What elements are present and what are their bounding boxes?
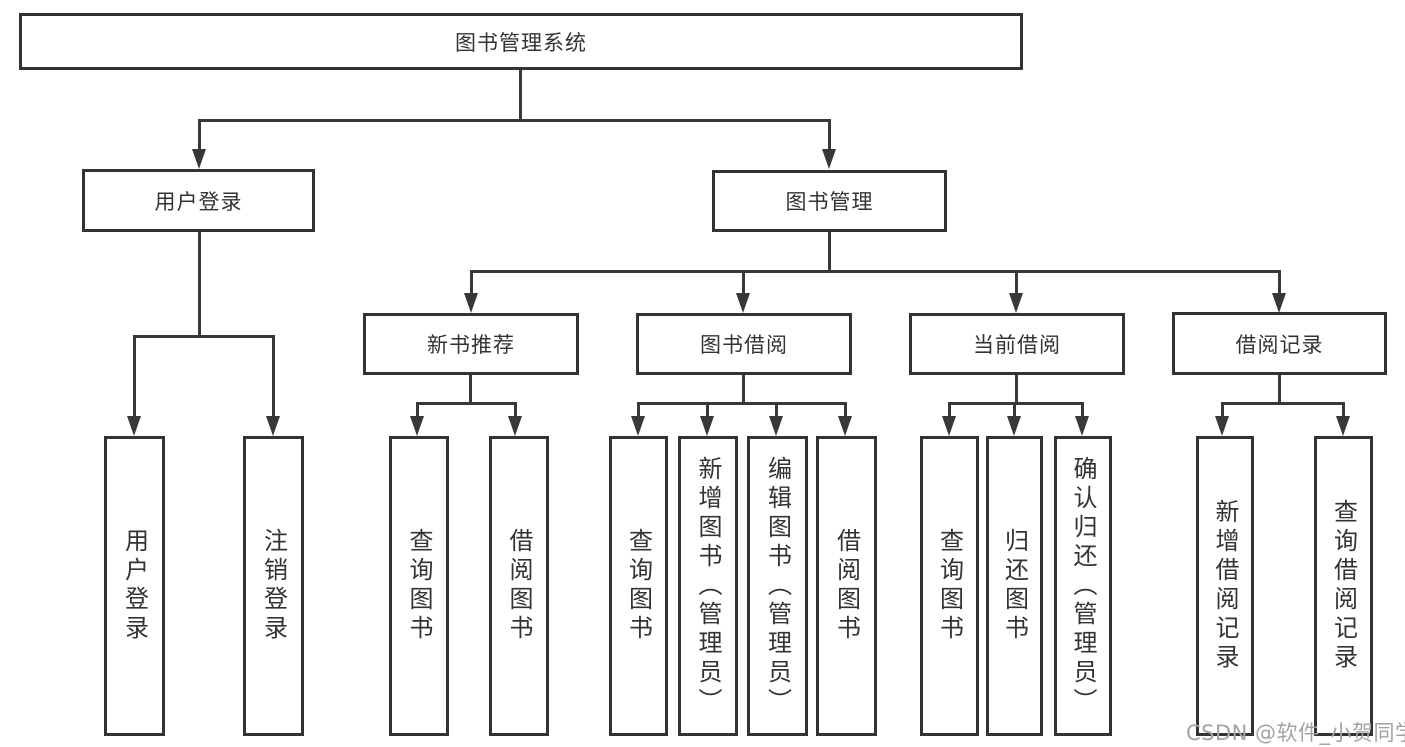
node-user-login: 用户登录 bbox=[82, 169, 315, 232]
node-label: 借阅记录 bbox=[1235, 332, 1324, 357]
arrow-down-icon bbox=[1009, 293, 1023, 313]
connector-line bbox=[133, 335, 136, 418]
connector-line bbox=[514, 402, 517, 419]
leaf-add-borrow-record: 新增借阅记录 bbox=[1196, 436, 1254, 736]
connector-line bbox=[844, 402, 847, 419]
connector-line bbox=[1015, 375, 1018, 405]
leaf-label: 查询图书 bbox=[935, 528, 964, 644]
connector-line bbox=[637, 402, 847, 405]
connector-line bbox=[948, 402, 951, 419]
connector-line bbox=[416, 402, 517, 405]
arrow-down-icon bbox=[838, 416, 852, 436]
leaf-edit-books-admin: 编辑图书（管理员） bbox=[747, 436, 808, 736]
arrow-down-icon bbox=[769, 416, 783, 436]
node-label: 图书借阅 bbox=[700, 333, 788, 357]
leaf-add-books-admin: 新增图书（管理员） bbox=[678, 436, 738, 736]
connector-line bbox=[1013, 402, 1016, 419]
leaf-query-books-recommend: 查询图书 bbox=[389, 436, 449, 736]
node-label: 新书推荐 bbox=[427, 333, 515, 357]
connector-line bbox=[1221, 402, 1224, 419]
node-library-management-system: 图书管理系统 bbox=[19, 13, 1023, 70]
arrow-down-icon bbox=[1336, 416, 1350, 436]
arrow-down-icon bbox=[508, 416, 522, 436]
connector-line bbox=[1221, 402, 1345, 405]
connector-line bbox=[828, 119, 831, 151]
arrow-down-icon bbox=[464, 293, 478, 313]
leaf-query-borrow-record: 查询借阅记录 bbox=[1314, 436, 1373, 736]
connector-line bbox=[198, 232, 201, 338]
arrow-down-icon bbox=[127, 416, 141, 436]
arrow-down-icon bbox=[700, 416, 714, 436]
arrow-down-icon bbox=[942, 416, 956, 436]
leaf-borrow-books: 借阅图书 bbox=[816, 436, 877, 736]
leaf-label: 用户登录 bbox=[120, 528, 149, 644]
node-book-borrow: 图书借阅 bbox=[636, 313, 852, 375]
connector-line bbox=[470, 270, 1281, 273]
connector-line bbox=[1278, 270, 1281, 296]
leaf-return-books: 归还图书 bbox=[986, 436, 1043, 736]
connector-line bbox=[469, 375, 472, 405]
connector-line bbox=[948, 402, 1084, 405]
node-new-book-recommend: 新书推荐 bbox=[363, 313, 579, 375]
connector-line bbox=[637, 402, 640, 419]
connector-line bbox=[470, 270, 473, 296]
leaf-borrow-books-recommend: 借阅图书 bbox=[489, 436, 549, 736]
connector-line bbox=[1278, 375, 1281, 405]
leaf-label: 查询借阅记录 bbox=[1329, 499, 1358, 673]
leaf-label: 查询图书 bbox=[405, 528, 433, 644]
leaf-user-login: 用户登录 bbox=[104, 436, 165, 736]
arrow-down-icon bbox=[192, 149, 206, 169]
arrow-down-icon bbox=[1007, 416, 1021, 436]
connector-line bbox=[133, 335, 275, 338]
connector-line bbox=[706, 402, 709, 419]
connector-line bbox=[742, 270, 745, 296]
connector-line bbox=[1342, 402, 1345, 419]
leaf-logout: 注销登录 bbox=[243, 436, 304, 736]
leaf-query-books-current: 查询图书 bbox=[920, 436, 979, 736]
leaf-label: 新增图书（管理员） bbox=[694, 455, 722, 717]
leaf-label: 确认归还（管理员） bbox=[1069, 455, 1097, 717]
connector-line bbox=[416, 402, 419, 419]
arrow-down-icon bbox=[410, 416, 424, 436]
arrow-down-icon bbox=[266, 416, 280, 436]
leaf-label: 查询图书 bbox=[624, 528, 653, 644]
connector-line bbox=[828, 232, 831, 273]
leaf-label: 新增借阅记录 bbox=[1211, 499, 1239, 673]
arrow-down-icon bbox=[1272, 293, 1286, 313]
leaf-label: 归还图书 bbox=[1000, 528, 1029, 644]
node-label: 用户登录 bbox=[154, 189, 243, 214]
arrow-down-icon bbox=[736, 293, 750, 313]
arrow-down-icon bbox=[1215, 416, 1229, 436]
leaf-query-books-borrow: 查询图书 bbox=[609, 436, 668, 736]
connector-line bbox=[198, 119, 201, 151]
arrow-down-icon bbox=[1075, 416, 1089, 436]
arrow-down-icon bbox=[631, 416, 645, 436]
leaf-label: 借阅图书 bbox=[832, 528, 861, 644]
arrow-down-icon bbox=[822, 149, 836, 169]
connector-line bbox=[1015, 270, 1018, 296]
connector-line bbox=[198, 119, 831, 122]
connector-line bbox=[775, 402, 778, 419]
node-current-borrow: 当前借阅 bbox=[909, 313, 1125, 375]
node-label: 图书管理系统 bbox=[455, 30, 587, 55]
node-borrow-record: 借阅记录 bbox=[1172, 312, 1387, 375]
node-label: 图书管理 bbox=[785, 190, 874, 214]
leaf-label: 借阅图书 bbox=[505, 528, 533, 644]
node-book-management: 图书管理 bbox=[712, 170, 947, 232]
leaf-confirm-return-admin: 确认归还（管理员） bbox=[1054, 436, 1112, 736]
leaf-label: 注销登录 bbox=[259, 528, 288, 644]
csdn-watermark: CSDN @软件_小贺同学 bbox=[1186, 721, 1405, 745]
connector-line bbox=[519, 70, 522, 120]
connector-line bbox=[1081, 402, 1084, 419]
leaf-label: 编辑图书（管理员） bbox=[763, 455, 792, 717]
connector-line bbox=[742, 375, 745, 405]
node-label: 当前借阅 bbox=[973, 333, 1061, 357]
connector-line bbox=[272, 335, 275, 418]
